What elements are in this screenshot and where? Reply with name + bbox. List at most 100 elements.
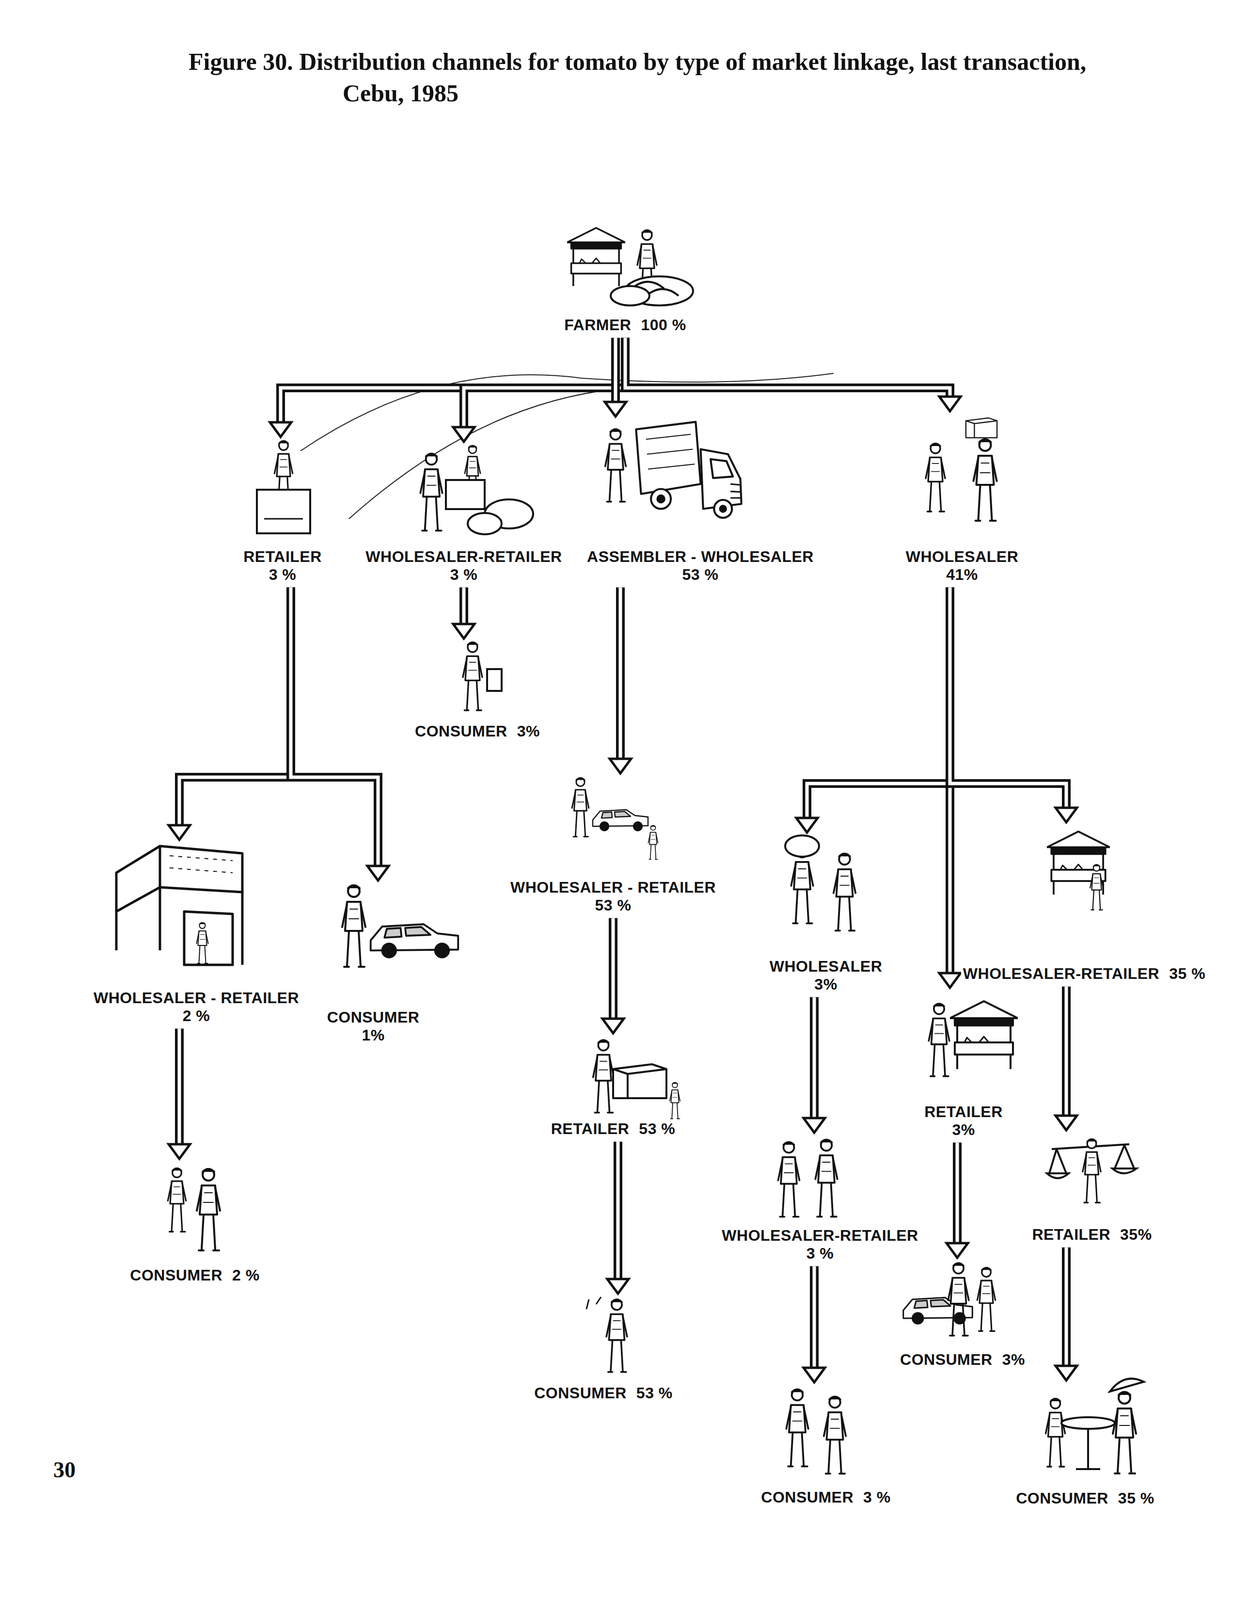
flow-arrow — [949, 587, 1077, 822]
arrow-head — [939, 972, 961, 988]
share-percent: 3% — [812, 975, 839, 993]
arrow-shaft — [1061, 986, 1071, 1116]
arrow-shaft-core — [812, 996, 817, 1118]
flow-arrow — [290, 587, 389, 881]
actor-label: WHOLESALER-RETAILER — [363, 547, 564, 566]
flow-arrow — [168, 587, 291, 840]
arrow-shaft-core — [614, 337, 618, 402]
text-line: WHOLESALER-RETAILER — [359, 547, 568, 566]
arrow-shaft — [608, 917, 618, 1019]
arrow-shaft-core — [618, 587, 623, 759]
arrow-shaft-core — [806, 587, 950, 818]
flow-arrow — [1055, 986, 1077, 1130]
text-line: 3 % — [715, 1244, 924, 1263]
arrow-shaft — [949, 587, 1067, 808]
text-line: FARMER — [562, 316, 633, 334]
text-line: CONSUMER — [532, 1383, 629, 1402]
share-percent: 2 % — [230, 1265, 262, 1284]
channel-node: RETAILER3% — [905, 989, 1022, 1139]
text-line: CONSUMER — [898, 1350, 995, 1369]
actor-label: FARMER — [562, 316, 633, 334]
arrow-shaft — [952, 1142, 962, 1243]
flow-arrow — [607, 1141, 629, 1294]
text-line: 3 % — [234, 565, 332, 584]
actor-label: WHOLESALER - RETAILER — [508, 878, 718, 896]
text-line: 53 % — [634, 1383, 675, 1402]
text-line: WHOLESALER - RETAILER — [504, 878, 722, 897]
share-percent: 35% — [1118, 1225, 1154, 1243]
flow-arrow — [602, 917, 624, 1033]
share-percent: 3% — [1000, 1350, 1028, 1368]
channel-node: RETAILER35% — [1019, 1131, 1165, 1244]
arrow-shaft-core — [177, 1028, 182, 1144]
arrow-shaft — [459, 587, 469, 624]
arrow-head — [604, 401, 627, 417]
share-percent: 1% — [359, 1026, 387, 1044]
channel-node: ASSEMBLER - WHOLESALER53 % — [581, 418, 820, 584]
arrow-head — [1055, 1365, 1077, 1380]
text-line: CONSUMER — [127, 1265, 225, 1284]
text-line: 53 % — [636, 1119, 678, 1138]
arrow-shaft — [174, 1028, 184, 1144]
share-percent: 35 % — [1167, 964, 1208, 982]
text-line: CONSUMER — [412, 722, 510, 741]
actor-label: WHOLESALER - RETAILER — [91, 988, 301, 1007]
text-line: 3% — [1000, 1350, 1028, 1369]
actor-label: RETAILER — [549, 1119, 632, 1138]
flow-arrow — [803, 1265, 825, 1382]
text-line: 3 % — [359, 565, 568, 584]
arrow-shaft — [613, 1141, 623, 1279]
text-line: RETAILER — [905, 1102, 1022, 1121]
text-line: 41% — [899, 565, 1026, 584]
actor-label: CONSUMER — [532, 1383, 629, 1402]
channel-node: WHOLESALER-RETAILER 35 % — [954, 823, 1215, 983]
arrow-shaft — [1061, 1247, 1071, 1366]
channel-node: CONSUMER35 % — [1007, 1381, 1164, 1507]
arrow-shaft-core — [625, 337, 950, 397]
channel-node: RETAILER3 % — [234, 438, 332, 584]
text-line: WHOLESALER-RETAILER — [715, 1226, 924, 1245]
actor-label: CONSUMER — [1013, 1488, 1111, 1507]
flow-arrow — [269, 337, 626, 437]
share-percent: 3 % — [861, 1487, 893, 1506]
text-line: 3% — [905, 1120, 1022, 1139]
arrow-shaft-core — [616, 1141, 620, 1279]
arrow-shaft — [625, 337, 950, 397]
actor-label: CONSUMER — [127, 1265, 225, 1284]
arrow-head — [367, 865, 389, 881]
share-percent: 3 % — [267, 565, 299, 584]
text-line: ASSEMBLER - WHOLESALER — [581, 547, 820, 566]
arrow-head — [607, 1278, 629, 1294]
actor-label: WHOLESALER-RETAILER — [961, 964, 1162, 982]
text-line: RETAILER — [549, 1119, 632, 1138]
arrow-head — [803, 1367, 825, 1382]
text-line: 35 % — [1167, 964, 1208, 983]
arrow-shaft-core — [280, 337, 626, 423]
channel-node: WHOLESALER41% — [899, 412, 1026, 584]
channel-node: CONSUMER 53 % — [525, 1295, 682, 1402]
arrow-shaft — [463, 337, 626, 427]
channel-node: CONSUMER3 % — [752, 1383, 900, 1506]
channel-node: FARMER 100 % — [552, 219, 698, 334]
arrow-shaft — [611, 337, 620, 402]
arrow-shaft-core — [1064, 986, 1069, 1116]
flow-arrow — [796, 587, 950, 833]
arrow-shaft — [616, 587, 625, 759]
text-line: WHOLESALER — [899, 547, 1026, 566]
share-percent: 3% — [515, 722, 542, 740]
arrow-shaft-core — [179, 587, 291, 825]
actor-label: RETAILER — [922, 1102, 1005, 1121]
arrow-head — [453, 623, 475, 639]
actor-label: CONSUMER — [898, 1350, 995, 1368]
flow-arrow — [1055, 1247, 1077, 1380]
channel-node: RETAILER53 % — [540, 1034, 686, 1138]
text-line: RETAILER — [234, 547, 332, 566]
arrow-head — [168, 1143, 190, 1159]
arrow-head — [602, 1018, 624, 1033]
text-line: 100 % — [638, 316, 688, 334]
arrow-shaft — [806, 587, 950, 818]
share-percent: 3 % — [448, 565, 480, 584]
actor-label: RETAILER — [241, 547, 324, 566]
